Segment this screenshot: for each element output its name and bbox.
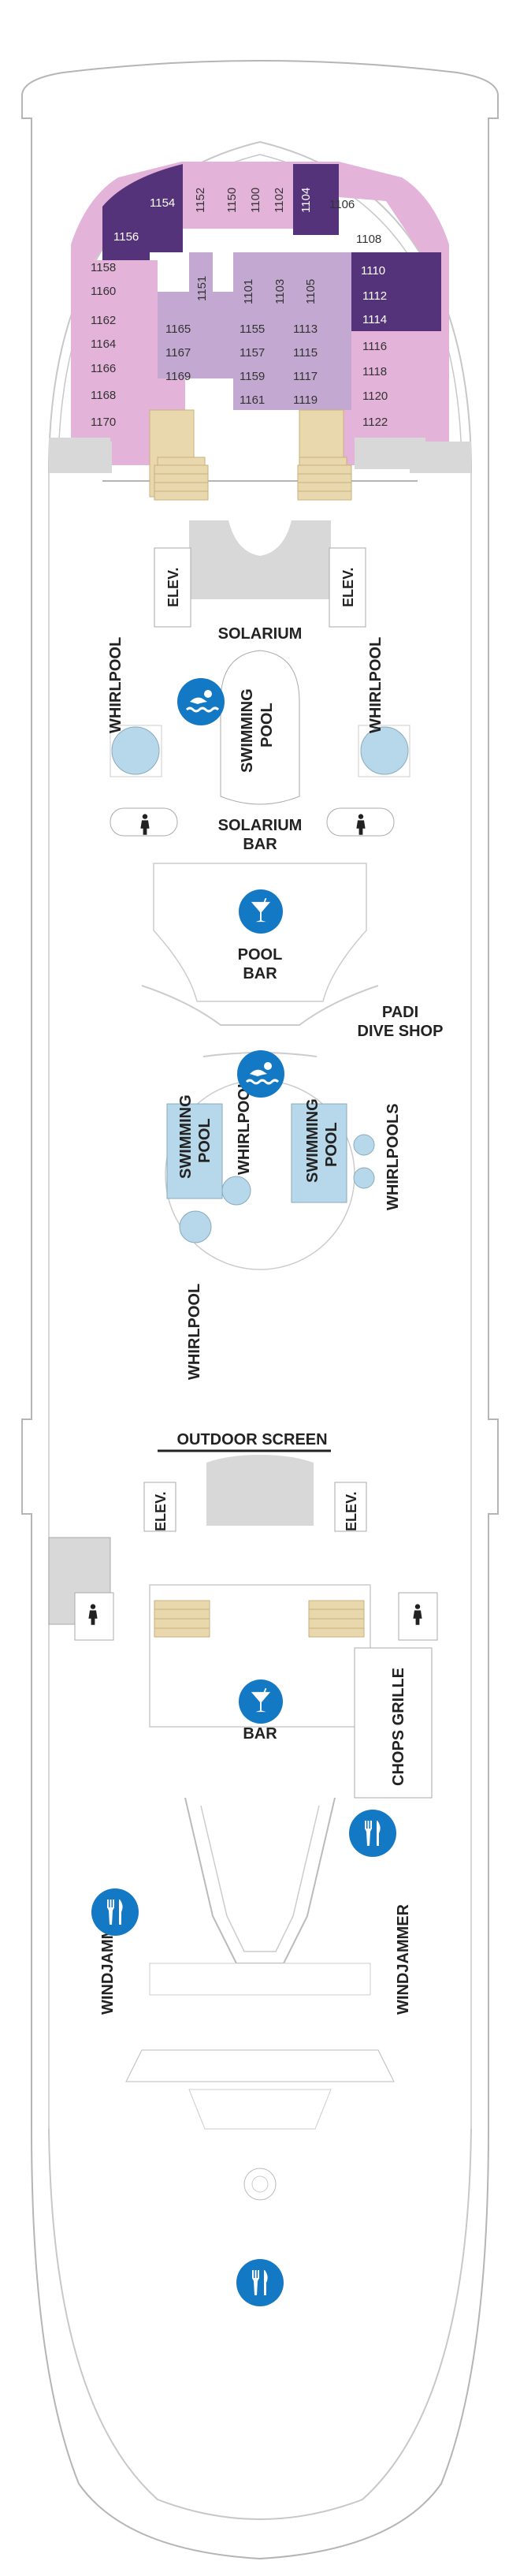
knife-fork-icon <box>236 2259 284 2306</box>
cabin-number: 1152 <box>194 188 207 213</box>
swimming-pool-label: SWIMMING <box>177 1094 195 1179</box>
cabin-number: 1108 <box>356 233 381 246</box>
cabin-number: 1116 <box>362 340 387 353</box>
cabin-number: 1103 <box>273 279 287 304</box>
solarium-bar-label: SOLARIUM <box>218 817 303 834</box>
whirlpool-label: WHIRLPOOL <box>107 637 124 733</box>
ship-hull <box>21 60 499 2560</box>
elevator-label: ELEV. <box>165 568 181 607</box>
cabin-number: 1155 <box>240 322 265 336</box>
elevator-label: ELEV. <box>340 568 356 607</box>
cabin-numbers: 1158 1160 1162 1164 1166 1168 1170 1154 … <box>91 188 388 429</box>
cabin-number: 1151 <box>195 276 209 301</box>
cabin-number: 1118 <box>362 365 387 378</box>
knife-fork-icon <box>91 1888 139 1936</box>
pool-bar-label: BAR <box>243 965 277 982</box>
swimming-pool-label: SWIMMING <box>304 1098 321 1183</box>
solarium-label: SOLARIUM <box>218 625 303 643</box>
cabin-number: 1165 <box>165 322 191 336</box>
venue-labels: ELEV. ELEV. SOLARIUM WHIRLPOOL WHIRLPOOL… <box>99 568 443 2015</box>
cabin-number: 1100 <box>249 188 262 213</box>
cabin-number: 1117 <box>293 370 318 383</box>
cabin-number: 1170 <box>91 416 116 429</box>
outdoor-screen-label: OUTDOOR SCREEN <box>176 1431 327 1448</box>
whirlpool-label: WHIRLPOOL <box>236 1079 253 1175</box>
cabin-number: 1112 <box>362 289 387 303</box>
cocktail-icon <box>239 1679 283 1724</box>
cabin-number: 1104 <box>299 188 313 213</box>
pool-area <box>141 863 379 1270</box>
cabin-number: 1115 <box>293 346 318 360</box>
padi-dive-shop-label: DIVE SHOP <box>358 1023 444 1040</box>
chops-grille-label: CHOPS GRILLE <box>390 1668 407 1786</box>
cabin-number: 1166 <box>91 362 116 375</box>
swimming-pool-label: POOL <box>323 1122 340 1167</box>
swimming-pool-label: POOL <box>196 1118 214 1163</box>
cabin-number: 1159 <box>240 370 265 383</box>
cabin-number: 1150 <box>225 188 239 213</box>
whirlpools-label: WHIRLPOOLS <box>384 1103 402 1210</box>
swimming-pool-label: POOL <box>258 703 276 747</box>
cabin-number: 1113 <box>293 322 318 336</box>
cabin-number: 1168 <box>91 389 116 402</box>
cabin-number: 1167 <box>165 346 191 360</box>
elevator-label: ELEV. <box>344 1492 359 1531</box>
cabin-number: 1102 <box>273 188 286 213</box>
cabin-number: 1120 <box>362 390 388 403</box>
cabin-number: 1110 <box>361 264 385 278</box>
knife-fork-icon <box>349 1810 396 1857</box>
cabin-number: 1158 <box>91 261 116 274</box>
elevator-label: ELEV. <box>153 1492 169 1531</box>
swimming-pool-label: SWIMMING <box>239 688 256 773</box>
cabin-number: 1160 <box>91 285 116 298</box>
cabin-number: 1164 <box>91 337 116 351</box>
cocktail-icon <box>239 889 283 934</box>
bar-label: BAR <box>243 1725 277 1743</box>
cabin-number: 1157 <box>240 346 265 360</box>
whirlpool-label: WHIRLPOOL <box>186 1284 203 1380</box>
windjammer-label: WINDJAMMER <box>395 1903 412 2015</box>
solarium-bar-label: BAR <box>243 836 277 853</box>
cabin-number: 1114 <box>362 313 387 326</box>
cabin-number: 1122 <box>362 416 388 429</box>
cabin-number: 1101 <box>242 279 255 304</box>
pool-bar-label: POOL <box>238 946 283 964</box>
cabin-number: 1162 <box>91 314 116 327</box>
whirlpool-label: WHIRLPOOL <box>367 637 384 733</box>
cabin-number: 1105 <box>304 279 318 304</box>
swimmer-icon <box>177 678 225 725</box>
cabin-number: 1169 <box>165 370 191 383</box>
padi-dive-shop-label: PADI <box>382 1004 418 1021</box>
swimmer-icon <box>237 1050 284 1098</box>
cabin-number: 1161 <box>240 393 265 407</box>
cabin-number: 1156 <box>113 230 139 244</box>
cabin-number: 1154 <box>150 196 175 210</box>
cabin-number: 1119 <box>293 393 318 407</box>
cabin-number: 1106 <box>329 198 355 211</box>
